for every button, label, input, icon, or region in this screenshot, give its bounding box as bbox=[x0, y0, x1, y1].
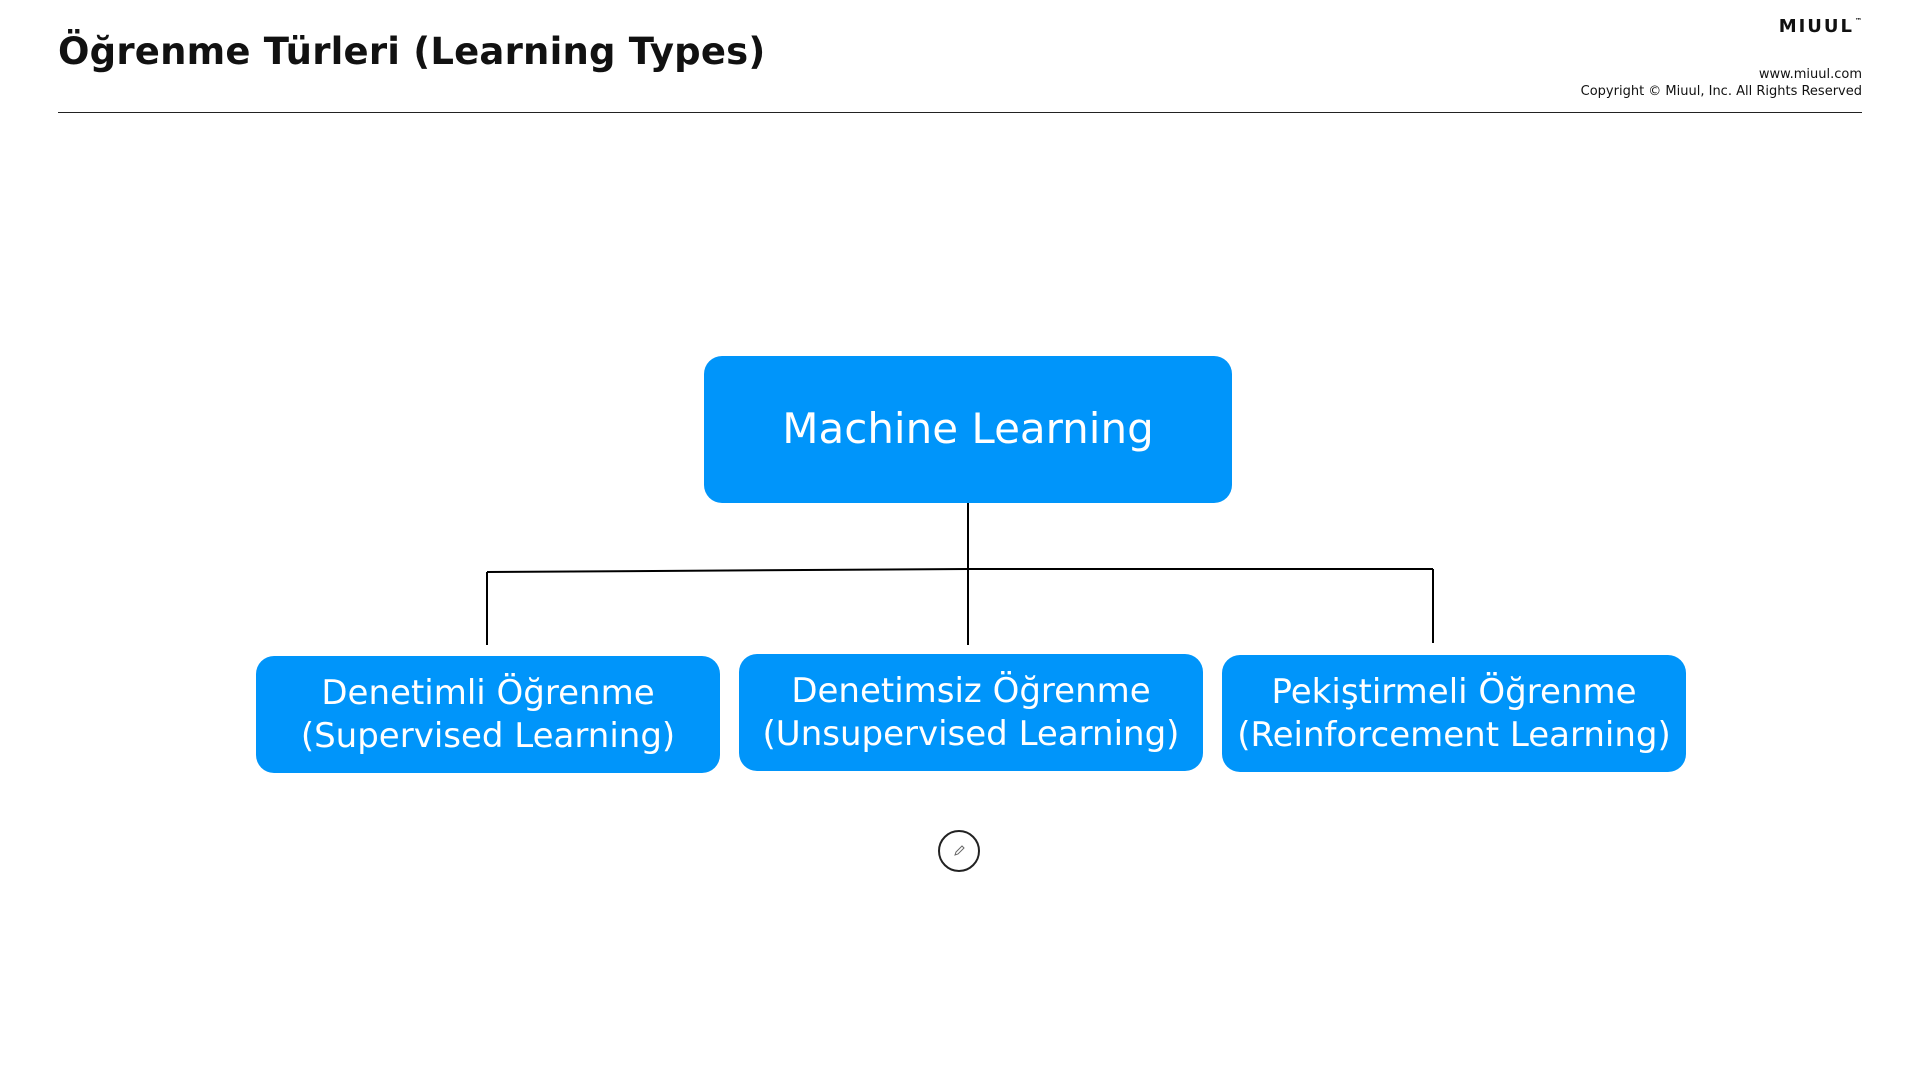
node-supervised-learning: Denetimli Öğrenme (Supervised Learning) bbox=[256, 656, 720, 773]
pen-tool-button[interactable] bbox=[938, 830, 980, 872]
node-machine-learning-label: Machine Learning bbox=[782, 404, 1154, 454]
header-divider bbox=[58, 112, 1862, 113]
node-supervised-label-en: (Supervised Learning) bbox=[300, 715, 676, 756]
trademark-mark: ™ bbox=[1855, 17, 1862, 25]
node-machine-learning: Machine Learning bbox=[704, 356, 1232, 503]
node-unsupervised-label-en: (Unsupervised Learning) bbox=[762, 713, 1180, 754]
node-reinforcement-label-en: (Reinforcement Learning) bbox=[1237, 714, 1671, 755]
node-reinforcement-label-tr: Pekiştirmeli Öğrenme bbox=[1271, 672, 1637, 712]
brand-name: MIUUL bbox=[1778, 16, 1854, 37]
node-reinforcement-learning: Pekiştirmeli Öğrenme (Reinforcement Lear… bbox=[1222, 655, 1686, 772]
page-title: Öğrenme Türleri (Learning Types) bbox=[58, 30, 766, 73]
node-unsupervised-learning: Denetimsiz Öğrenme (Unsupervised Learnin… bbox=[739, 654, 1203, 771]
brand-logo: MIUUL™ bbox=[1779, 16, 1862, 37]
pen-icon bbox=[954, 845, 965, 856]
connector-horizontal-bar bbox=[486, 568, 969, 573]
copyright-text: Copyright © Miuul, Inc. All Rights Reser… bbox=[1580, 84, 1862, 99]
website-text: www.miuul.com bbox=[1758, 67, 1862, 82]
node-unsupervised-label-tr: Denetimsiz Öğrenme bbox=[791, 671, 1151, 711]
node-supervised-label-tr: Denetimli Öğrenme bbox=[321, 673, 655, 713]
